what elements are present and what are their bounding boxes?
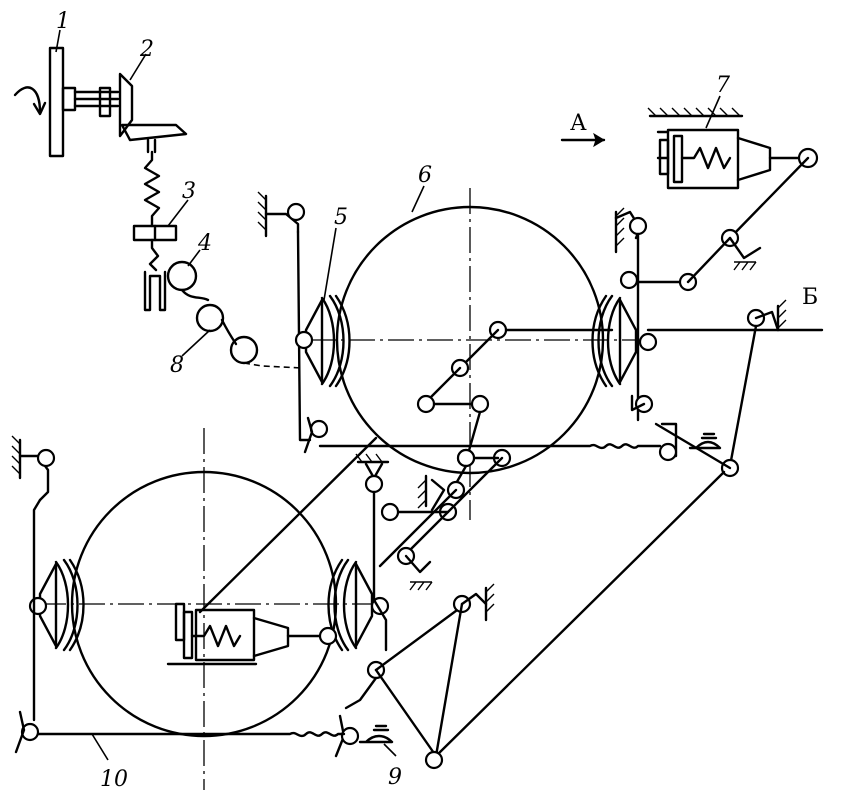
lower-left-lever [11, 435, 56, 754]
label-view-b: Б [802, 285, 818, 310]
bevel-gear-2 [118, 72, 188, 154]
lower-band-10 [36, 731, 346, 761]
label-5: 5 [334, 205, 348, 230]
label-1: 1 [56, 9, 70, 34]
label-10: 10 [100, 767, 128, 792]
lower-right-shoe [327, 558, 390, 652]
central-linkage [198, 436, 504, 614]
middle-support [355, 453, 390, 602]
drive-shaft [61, 86, 120, 118]
spring-9 [358, 724, 397, 757]
label-4: 4 [197, 231, 212, 256]
label-view-a: А [570, 111, 587, 136]
lower-brake-chamber [166, 602, 338, 666]
long-lever-right [434, 324, 758, 758]
label-3: 3 [182, 179, 196, 204]
upper-band [318, 432, 722, 450]
label-9: 9 [388, 765, 402, 790]
label-2: 2 [139, 37, 154, 62]
upper-right-shoe [591, 294, 638, 388]
brake-chamber-7 [647, 107, 819, 190]
label-8: 8 [170, 353, 184, 378]
upper-internal-linkage [416, 320, 614, 468]
rod-b [646, 299, 824, 332]
label-7: 7 [716, 73, 730, 98]
flywheel-1 [13, 46, 65, 158]
roller-4 [166, 260, 198, 292]
lower-right-lever [334, 583, 495, 770]
upper-left-lever [257, 191, 329, 454]
chamber-linkage [686, 156, 810, 284]
upper-drum-6 [310, 188, 642, 520]
clutch-3 [132, 224, 178, 312]
label-6: 6 [418, 163, 432, 188]
cable-8 [180, 288, 303, 369]
spring-shaft [143, 150, 161, 228]
view-arrow-a [560, 132, 606, 148]
leader-lines [55, 29, 721, 357]
